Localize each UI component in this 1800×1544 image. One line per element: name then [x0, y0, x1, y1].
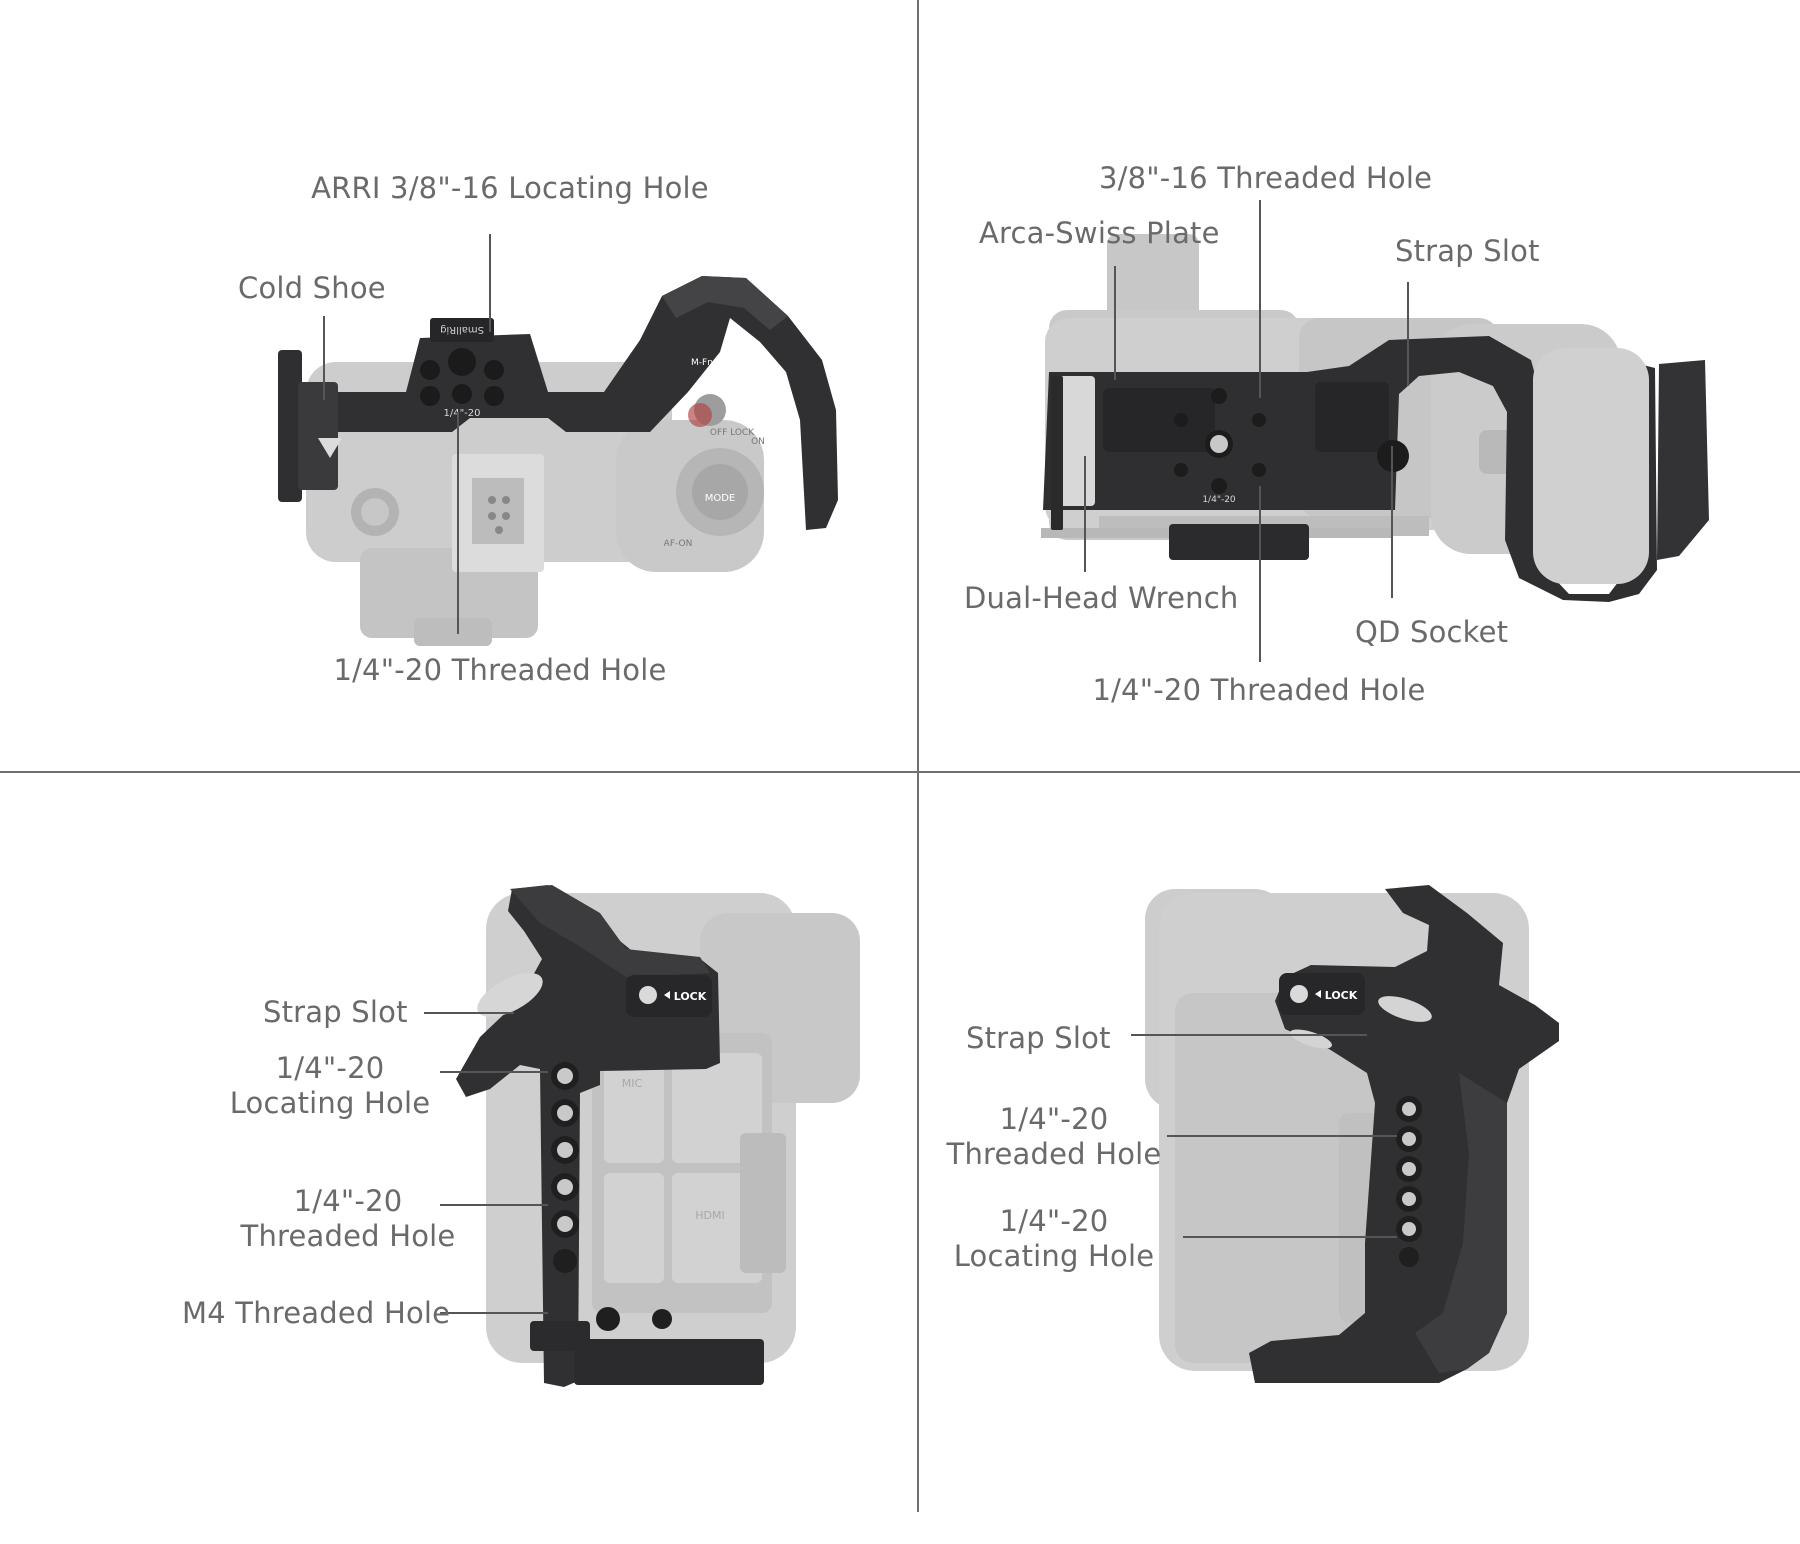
label-locating-hole-line2: Locating Hole — [229, 1086, 431, 1120]
label-arri-hole: ARRI 3/8"-16 Locating Hole — [311, 171, 709, 205]
panel-top-view: 1/4"-20 SmallRig MODE OFF LOCK ON AF-ON … — [0, 0, 918, 771]
afon-text: AF-ON — [664, 539, 693, 549]
bottom-view-illustration: 1/4"-20 — [1041, 200, 1709, 662]
label-m4-threaded-hole: M4 Threaded Hole — [182, 1296, 451, 1330]
label-threaded-hole-line2: Threaded Hole — [240, 1219, 456, 1253]
thread-engraving: 1/4"-20 — [443, 408, 480, 419]
panel-bottom-view: 1/4"-20 3/8"-16 Threaded Hole Arca-Swiss… — [919, 0, 1800, 771]
label-strap-slot: Strap Slot — [1395, 234, 1540, 268]
lock-engraving: LOCK — [674, 990, 707, 1003]
vertical-divider — [917, 0, 919, 1512]
label-locating-hole: 1/4"-20 Locating Hole — [934, 1204, 1174, 1274]
offlock-text: OFF LOCK — [710, 428, 755, 438]
leader-lines — [1131, 1034, 1397, 1238]
mfn-text: M-Fn — [691, 358, 713, 368]
panel-left-view: MIC HDMI LOCK — [0, 773, 918, 1544]
label-threaded-hole-line2: Threaded Hole — [946, 1137, 1162, 1171]
label-threaded-hole-line1: 1/4"-20 — [293, 1184, 403, 1218]
top-view-illustration: 1/4"-20 SmallRig MODE OFF LOCK ON AF-ON … — [278, 234, 838, 646]
label-locating-hole-line1: 1/4"-20 — [999, 1204, 1109, 1238]
label-locating-hole: 1/4"-20 Locating Hole — [210, 1051, 450, 1121]
leader-lines — [424, 1012, 548, 1314]
label-strap-slot: Strap Slot — [263, 995, 408, 1029]
panel-right-view: LOCK Strap Slot 1/4"-20 Threaded Hole — [919, 773, 1800, 1544]
hdmi-port-text: HDMI — [695, 1209, 724, 1222]
label-cold-shoe: Cold Shoe — [238, 271, 386, 305]
label-quarter-hole: 1/4"-20 Threaded Hole — [1092, 673, 1426, 707]
label-dual-head-wrench: Dual-Head Wrench — [964, 581, 1239, 615]
lock-engraving: LOCK — [1325, 989, 1358, 1002]
cage-left-side: LOCK — [456, 885, 764, 1387]
leader-lines — [1084, 200, 1409, 662]
label-threaded-hole: 1/4"-20 Threaded Hole — [934, 1102, 1174, 1172]
label-quarter-hole: 1/4"-20 Threaded Hole — [333, 653, 667, 687]
right-view-illustration: LOCK — [1131, 885, 1559, 1383]
on-text: ON — [751, 437, 765, 447]
cage-top: 1/4"-20 SmallRig — [278, 276, 838, 530]
label-strap-slot: Strap Slot — [966, 1021, 1111, 1055]
label-locating-hole-line2: Locating Hole — [953, 1239, 1155, 1273]
cage-right-side: LOCK — [1249, 885, 1559, 1383]
thread-engraving: 1/4"-20 — [1202, 495, 1236, 505]
cage-bottom: 1/4"-20 — [1043, 336, 1709, 602]
left-view-illustration: MIC HDMI LOCK — [424, 885, 860, 1387]
brand-engraving: SmallRig — [440, 324, 484, 335]
mode-button-text: MODE — [705, 493, 736, 504]
horizontal-divider — [0, 771, 1800, 773]
mic-port-text: MIC — [622, 1077, 643, 1090]
product-diagram: 1/4"-20 SmallRig MODE OFF LOCK ON AF-ON … — [0, 0, 1800, 1512]
label-qd-socket: QD Socket — [1355, 615, 1509, 649]
label-locating-hole-line1: 1/4"-20 — [275, 1051, 385, 1085]
leader-lines — [323, 234, 491, 634]
label-arca-swiss-plate: Arca-Swiss Plate — [979, 216, 1220, 250]
label-38-threaded-hole: 3/8"-16 Threaded Hole — [1099, 161, 1433, 195]
label-threaded-hole: 1/4"-20 Threaded Hole — [228, 1184, 468, 1254]
label-threaded-hole-line1: 1/4"-20 — [999, 1102, 1109, 1136]
